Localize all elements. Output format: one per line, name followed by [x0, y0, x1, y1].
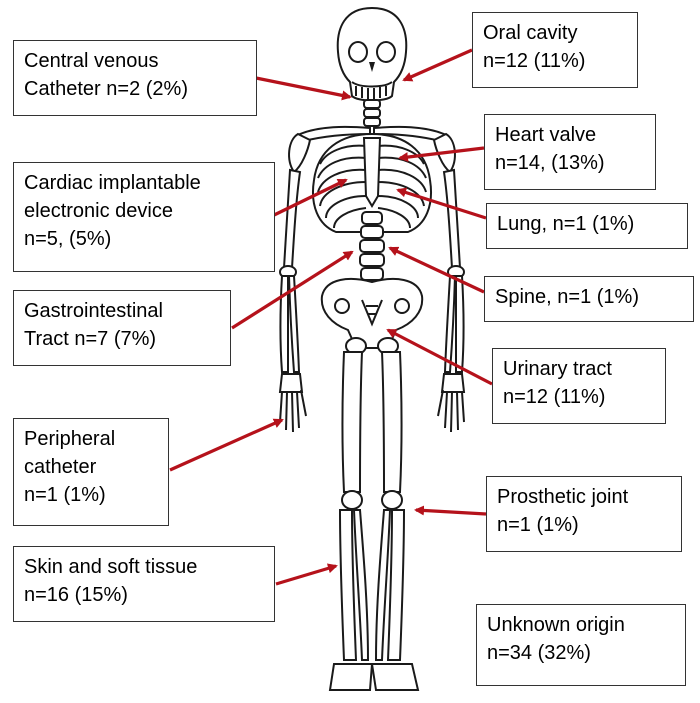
skeleton-figure	[280, 8, 464, 690]
label-spine: Spine, n=1 (1%)	[484, 276, 694, 322]
label-unknown-origin: Unknown origin n=34 (32%)	[476, 604, 686, 686]
label-text: Gastrointestinal	[24, 297, 220, 325]
label-text: Lung, n=1 (1%)	[497, 210, 677, 238]
label-text: n=14, (13%)	[495, 149, 645, 177]
label-text: Spine, n=1 (1%)	[495, 283, 683, 311]
label-text: Cardiac implantable	[24, 169, 264, 197]
label-heart-valve: Heart valve n=14, (13%)	[484, 114, 656, 190]
label-text: Tract n=7 (7%)	[24, 325, 220, 353]
label-text: n=34 (32%)	[487, 639, 675, 667]
label-text: Urinary tract	[503, 355, 655, 383]
label-text: catheter	[24, 453, 158, 481]
label-text: Catheter n=2 (2%)	[24, 75, 246, 103]
label-text: n=5, (5%)	[24, 225, 264, 253]
arrow-oral-cavity	[404, 50, 472, 80]
label-text: n=12 (11%)	[503, 383, 655, 411]
arrow-prosthetic-joint	[416, 510, 486, 514]
label-text: Skin and soft tissue	[24, 553, 264, 581]
cervical-spine	[364, 100, 380, 126]
label-central-venous-catheter: Central venous Catheter n=2 (2%)	[13, 40, 257, 116]
label-text: Prosthetic joint	[497, 483, 671, 511]
label-gastrointestinal-tract: Gastrointestinal Tract n=7 (7%)	[13, 290, 231, 366]
arrow-peripheral-catheter	[170, 420, 282, 470]
pelvis	[322, 279, 422, 354]
label-lung: Lung, n=1 (1%)	[486, 203, 688, 249]
label-text: n=12 (11%)	[483, 47, 627, 75]
arrow-central-venous	[256, 78, 350, 97]
label-text: Peripheral	[24, 425, 158, 453]
label-text: electronic device	[24, 197, 264, 225]
arrow-urinary-tract	[388, 330, 492, 384]
label-text: Heart valve	[495, 121, 645, 149]
label-text: Central venous	[24, 47, 246, 75]
arrow-skin-soft-tissue	[276, 566, 336, 584]
label-text: n=16 (15%)	[24, 581, 264, 609]
label-skin-and-soft-tissue: Skin and soft tissue n=16 (15%)	[13, 546, 275, 622]
label-text: Oral cavity	[483, 19, 627, 47]
skull	[338, 8, 407, 101]
label-oral-cavity: Oral cavity n=12 (11%)	[472, 12, 638, 88]
label-text: n=1 (1%)	[24, 481, 158, 509]
label-cardiac-implantable-device: Cardiac implantable electronic device n=…	[13, 162, 275, 272]
lumbar-spine	[360, 212, 384, 280]
legs	[330, 352, 418, 690]
label-peripheral-catheter: Peripheral catheter n=1 (1%)	[13, 418, 169, 526]
label-text: Unknown origin	[487, 611, 675, 639]
label-prosthetic-joint: Prosthetic joint n=1 (1%)	[486, 476, 682, 552]
label-text: n=1 (1%)	[497, 511, 671, 539]
label-urinary-tract: Urinary tract n=12 (11%)	[492, 348, 666, 424]
